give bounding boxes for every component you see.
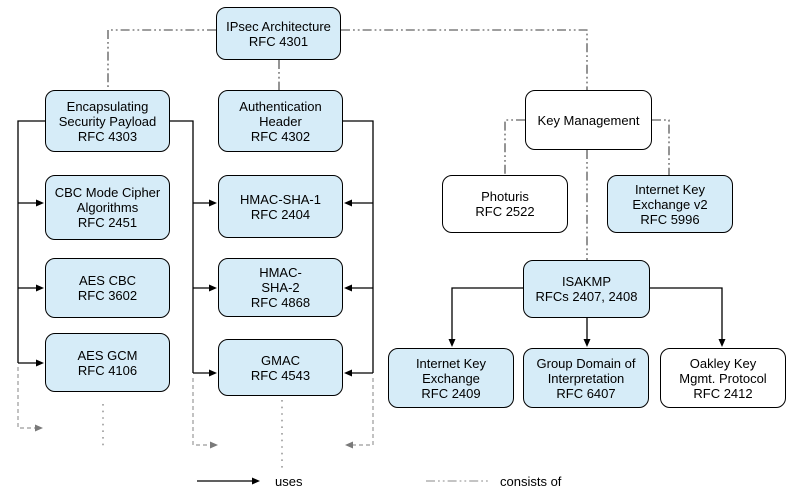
node-group-domain-of-interpretation: Group Domain of Interpretation RFC 6407 <box>523 348 649 408</box>
edge-ipsec-right-rail <box>341 29 588 90</box>
legend-uses-label: uses <box>275 474 303 489</box>
node-hmac-sha-1: HMAC-SHA-1 RFC 2404 <box>218 175 343 238</box>
node-label: ISAKMP RFCs 2407, 2408 <box>535 274 638 304</box>
node-oakley-key-mgmt-protocol: Oakley Key Mgmt. Protocol RFC 2412 <box>660 348 786 408</box>
node-label: HMAC- SHA-2 RFC 4868 <box>250 265 311 310</box>
node-label: Key Management <box>537 112 640 128</box>
continuation-esp-left <box>17 367 43 432</box>
node-label: GMAC RFC 4543 <box>250 352 311 383</box>
esp-right-rail <box>170 120 194 373</box>
esp-left-rail <box>17 120 45 363</box>
node-aes-gcm: AES GCM RFC 4106 <box>45 333 170 392</box>
node-label: Group Domain of Interpretation RFC 6407 <box>536 355 636 401</box>
ah-right-rail <box>343 120 374 373</box>
node-label: Internet Key Exchange RFC 2409 <box>415 355 487 401</box>
node-isakmp: ISAKMP RFCs 2407, 2408 <box>523 260 650 318</box>
node-label: AES CBC RFC 3602 <box>77 273 138 303</box>
edge-km-ikev2 <box>652 119 670 175</box>
node-label: Encapsulating Security Payload RFC 4303 <box>58 98 157 144</box>
consists-of-lines <box>107 29 670 260</box>
node-label: AES GCM RFC 4106 <box>77 347 138 378</box>
node-label: IPsec Architecture RFC 4301 <box>226 18 331 49</box>
continuation-ah-right <box>345 378 374 449</box>
node-hmac-sha-2: HMAC- SHA-2 RFC 4868 <box>218 258 343 317</box>
continuation-lines <box>17 367 374 449</box>
node-aes-cbc: AES CBC RFC 3602 <box>45 258 170 318</box>
node-internet-key-exchange-v2: Internet Key Exchange v2 RFC 5996 <box>607 175 733 233</box>
arrow-isakmp-oakley <box>650 287 726 347</box>
edge-km-photuris <box>504 119 525 175</box>
node-label: Authentication Header RFC 4302 <box>239 98 322 144</box>
uses-lines <box>17 120 726 377</box>
node-label: Internet Key Exchange v2 RFC 5996 <box>632 181 708 227</box>
edge-ipsec-left-rail <box>107 29 216 90</box>
node-label: CBC Mode Cipher Algorithms RFC 2451 <box>54 185 161 230</box>
node-ipsec-architecture: IPsec Architecture RFC 4301 <box>216 7 341 60</box>
node-photuris: Photuris RFC 2522 <box>442 175 568 233</box>
node-internet-key-exchange: Internet Key Exchange RFC 2409 <box>388 348 514 408</box>
node-label: HMAC-SHA-1 RFC 2404 <box>240 191 321 222</box>
node-authentication-header: Authentication Header RFC 4302 <box>218 90 343 152</box>
node-label: Photuris RFC 2522 <box>475 189 535 219</box>
legend-consists-of-label: consists of <box>500 474 562 489</box>
node-cbc-mode-cipher-algorithms: CBC Mode Cipher Algorithms RFC 2451 <box>45 175 170 240</box>
node-label: Oakley Key Mgmt. Protocol RFC 2412 <box>679 355 767 401</box>
continuation-esp-right <box>192 378 218 449</box>
node-key-management: Key Management <box>525 90 652 150</box>
arrow-isakmp-ike <box>448 287 523 347</box>
node-gmac: GMAC RFC 4543 <box>218 339 343 396</box>
continuation-dotted-lines <box>102 400 283 468</box>
node-encapsulating-security-payload: Encapsulating Security Payload RFC 4303 <box>45 90 170 152</box>
